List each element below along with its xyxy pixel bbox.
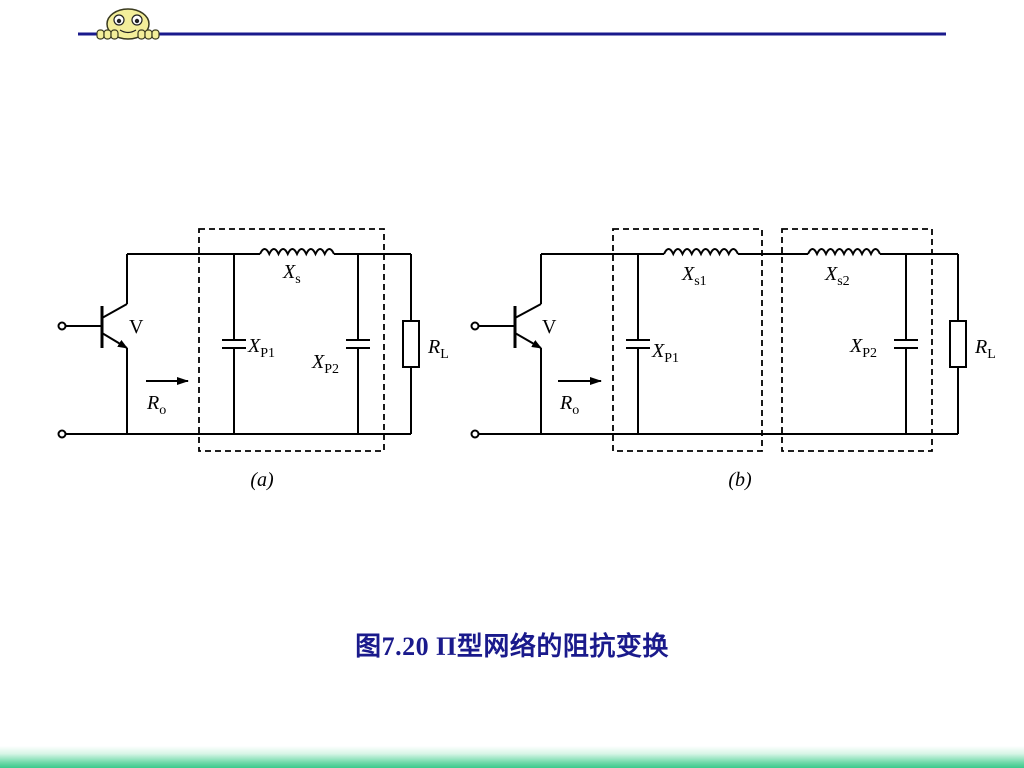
diagram-b: V Xs1 Xs2 XP1 xyxy=(470,228,996,491)
capacitor-xp2: XP2 xyxy=(849,254,918,434)
header-decoration xyxy=(78,8,946,40)
ro-label: Ro xyxy=(146,392,166,418)
capacitor-xp1: XP1 xyxy=(222,254,275,434)
load-label: RL xyxy=(974,336,996,362)
l-network-box-1 xyxy=(612,228,763,452)
cap1-label: XP1 xyxy=(651,340,679,366)
figure-caption: 图7.20 Π型网络的阻抗变换 xyxy=(355,632,669,661)
input-terminal-bottom xyxy=(470,429,480,439)
mascot-icon xyxy=(96,8,160,40)
transistor-v: V xyxy=(513,254,557,434)
capacitor-xp1: XP1 xyxy=(626,254,679,434)
inductor-label: Xs xyxy=(282,261,301,287)
cap1-label: XP1 xyxy=(247,335,275,361)
sublabel-b: (b) xyxy=(728,469,752,491)
transistor-label: V xyxy=(129,316,144,338)
cap2-label: XP2 xyxy=(849,335,877,361)
inductor-xs1 xyxy=(663,248,739,257)
l-network-box-2 xyxy=(781,228,933,452)
resistor-rl: RL xyxy=(402,254,449,434)
inductor-xs2 xyxy=(807,248,881,257)
inductor2-label: Xs2 xyxy=(824,263,850,289)
sublabel-a: (a) xyxy=(250,469,274,491)
inductor1-label: Xs1 xyxy=(681,263,707,289)
transistor-v: V xyxy=(100,254,144,434)
input-terminal-top xyxy=(470,321,480,331)
cap2-label: XP2 xyxy=(311,351,339,377)
input-terminal-bottom xyxy=(57,429,67,439)
pi-network-box xyxy=(198,228,385,452)
capacitor-xp2: XP2 xyxy=(311,254,370,434)
diagram-a: V Xs XP1 XP2 xyxy=(57,228,449,491)
load-label: RL xyxy=(427,336,449,362)
transistor-label: V xyxy=(542,316,557,338)
resistor-rl: RL xyxy=(949,254,996,434)
input-terminal-top xyxy=(57,321,67,331)
bottom-gradient-band xyxy=(0,746,1024,768)
inductor-xs xyxy=(259,248,335,257)
ro-label: Ro xyxy=(559,392,579,418)
